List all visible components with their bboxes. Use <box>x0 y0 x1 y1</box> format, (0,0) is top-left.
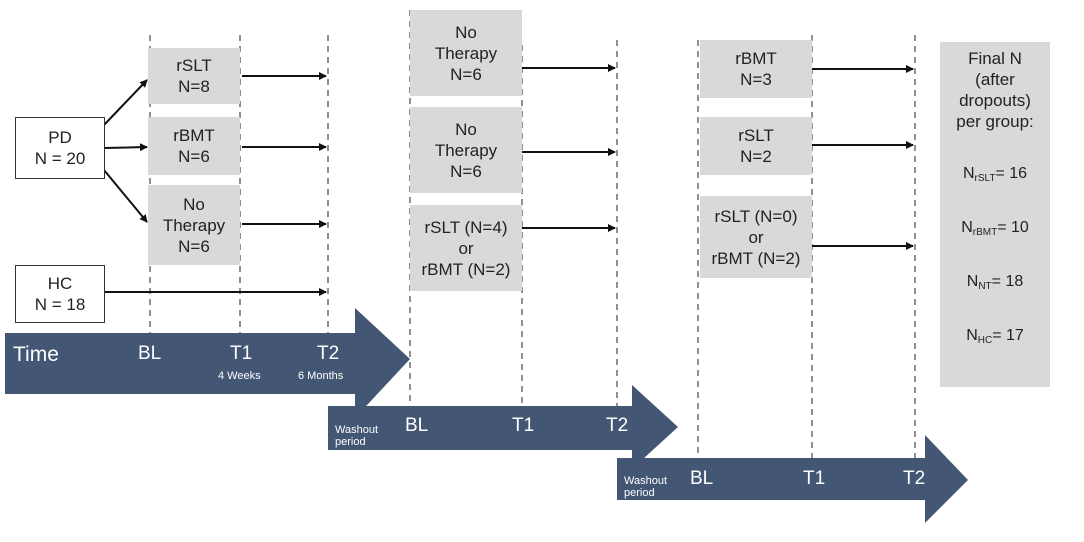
box-line: N=6 <box>450 64 482 84</box>
timeline1-t2-sub: 6 Months <box>298 370 344 382</box>
box-line: rSLT (N=0) <box>714 206 798 226</box>
final-title-line: per group: <box>956 112 1034 131</box>
final-count-rslt: NrSLT= 16 <box>962 165 1028 184</box>
timeline1-t1-label: T1 <box>230 343 253 364</box>
timeline1-bl-label: BL <box>138 343 162 364</box>
box-line: Therapy <box>434 43 498 63</box>
box-line: No <box>183 194 205 214</box>
box-line: N=6 <box>450 161 482 181</box>
phase3-box-1: rBMT N=3 <box>700 40 812 98</box>
final-title-line: Final N <box>968 49 1022 68</box>
pd-box: PD N = 20 <box>15 117 105 179</box>
hc-box: HC N = 18 <box>15 265 105 323</box>
phase1-box-rbmt: rBMT N=6 <box>148 117 240 175</box>
timeline3-t1-label: T1 <box>803 468 826 489</box>
timeline3-bl-label: BL <box>690 468 714 489</box>
phase1-box-rslt: rSLT N=8 <box>148 48 240 104</box>
phase3-box-2: rSLT N=2 <box>700 117 812 175</box>
timeline-arrow-1 <box>5 308 410 418</box>
box-line: No <box>455 22 477 42</box>
box-line: N=3 <box>740 70 772 89</box>
pd-box-line: PD <box>48 128 72 147</box>
final-n-box: Final N (after dropouts) per group: NrSL… <box>940 42 1050 387</box>
final-title-line: (after <box>975 70 1015 89</box>
pd-box-line: N = 20 <box>34 149 86 168</box>
final-count-hc: NHC= 17 <box>966 327 1024 346</box>
box-line: rSLT (N=4) <box>424 217 508 237</box>
pd-to-notherapy-arrow <box>103 169 148 223</box>
timeline1-time-label: Time <box>13 343 59 366</box>
box-line: Therapy <box>162 215 226 235</box>
box-line: rSLT <box>738 126 774 145</box>
box-line: rBMT <box>173 126 215 145</box>
final-title-line: dropouts) <box>959 91 1031 110</box>
phase2-box-1: No Therapy N=6 <box>410 10 522 96</box>
box-line: N=6 <box>178 147 210 166</box>
box-line: rSLT <box>176 56 212 75</box>
final-count-nt: NNT= 18 <box>966 273 1024 292</box>
box-line: or <box>458 238 474 258</box>
box-line: N=6 <box>178 236 210 256</box>
final-count-rbmt: NrBMT= 10 <box>961 219 1029 238</box>
timeline2-t2-label: T2 <box>606 415 629 436</box>
timeline-arrow-2 <box>328 385 678 469</box>
box-line: No <box>455 119 477 139</box>
timeline1-t2-label: T2 <box>317 343 340 364</box>
phase2-box-2: No Therapy N=6 <box>410 107 522 193</box>
box-line: rBMT <box>735 49 777 68</box>
timeline1-t1-sub: 4 Weeks <box>218 370 261 382</box>
hc-box-line: N = 18 <box>34 295 86 314</box>
pd-to-rslt-arrow <box>103 79 148 126</box>
phase2-box-3: rSLT (N=4) or rBMT (N=2) <box>410 205 522 291</box>
timeline3-t2-label: T2 <box>903 468 926 489</box>
hc-box-line: HC <box>47 274 73 293</box>
timeline2-bl-label: BL <box>405 415 429 436</box>
box-line: rBMT (N=2) <box>421 259 511 279</box>
box-line: N=2 <box>740 147 772 166</box>
pd-to-rbmt-arrow <box>103 143 148 152</box>
phase1-box-notherapy: No Therapy N=6 <box>148 185 240 265</box>
timeline-arrow-3 <box>617 435 968 523</box>
box-line: rBMT (N=2) <box>711 248 801 268</box>
phase3-box-3: rSLT (N=0) or rBMT (N=2) <box>700 196 812 278</box>
box-line: or <box>748 227 764 247</box>
box-line: Therapy <box>434 140 498 160</box>
box-line: N=8 <box>178 77 210 96</box>
timeline2-t1-label: T1 <box>512 415 535 436</box>
